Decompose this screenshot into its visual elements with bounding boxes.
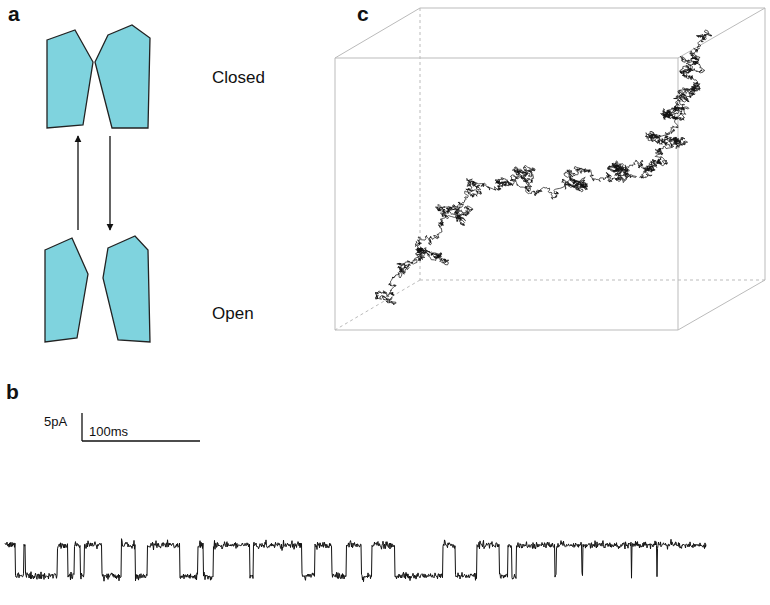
panel-letter: b xyxy=(6,380,19,404)
panel-letter: c xyxy=(357,2,369,26)
panel-letter: a xyxy=(8,2,20,26)
random-walk-path xyxy=(375,30,712,305)
state-label: Closed xyxy=(212,68,265,88)
transition-arrow xyxy=(109,136,110,230)
current-trace xyxy=(5,539,706,582)
channel-subunit xyxy=(45,238,88,342)
channel-shape xyxy=(40,234,300,346)
scale-label: 100ms xyxy=(89,424,128,439)
channel-state: Closed xyxy=(40,20,300,132)
channel-subunit xyxy=(47,30,93,128)
scale-bar xyxy=(82,413,200,441)
channel-subunit xyxy=(103,236,150,342)
channel-subunit xyxy=(95,25,150,128)
state-label: Open xyxy=(212,304,254,324)
scale-label: 5pA xyxy=(44,414,67,429)
plot-box xyxy=(335,8,765,330)
channel-state: Open xyxy=(40,234,300,346)
transition-arrow xyxy=(77,136,78,230)
